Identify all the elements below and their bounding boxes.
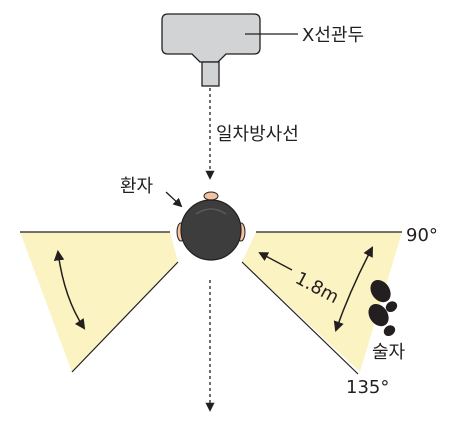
patient-head-icon <box>176 191 246 261</box>
angle-135-label: 135° <box>346 377 389 398</box>
primary-beam-label: 일차방사선 <box>216 124 299 145</box>
left-angle-arc <box>53 249 86 330</box>
x-ray-tube-head-icon <box>161 13 261 87</box>
left-safe-zone <box>20 232 178 372</box>
distance-arrow <box>258 252 293 271</box>
tube-label: X선관두 <box>302 25 364 46</box>
operator-label: 술자 <box>372 342 406 363</box>
right-angle-arc <box>333 246 373 332</box>
right-zone-bottom-edge <box>241 261 359 375</box>
operator-footprints-icon <box>368 279 398 336</box>
left-zone-bottom-edge <box>71 261 179 373</box>
patient-label-arrow <box>165 191 183 208</box>
angle-90-label: 90° <box>406 225 438 246</box>
patient-label: 환자 <box>120 176 154 197</box>
